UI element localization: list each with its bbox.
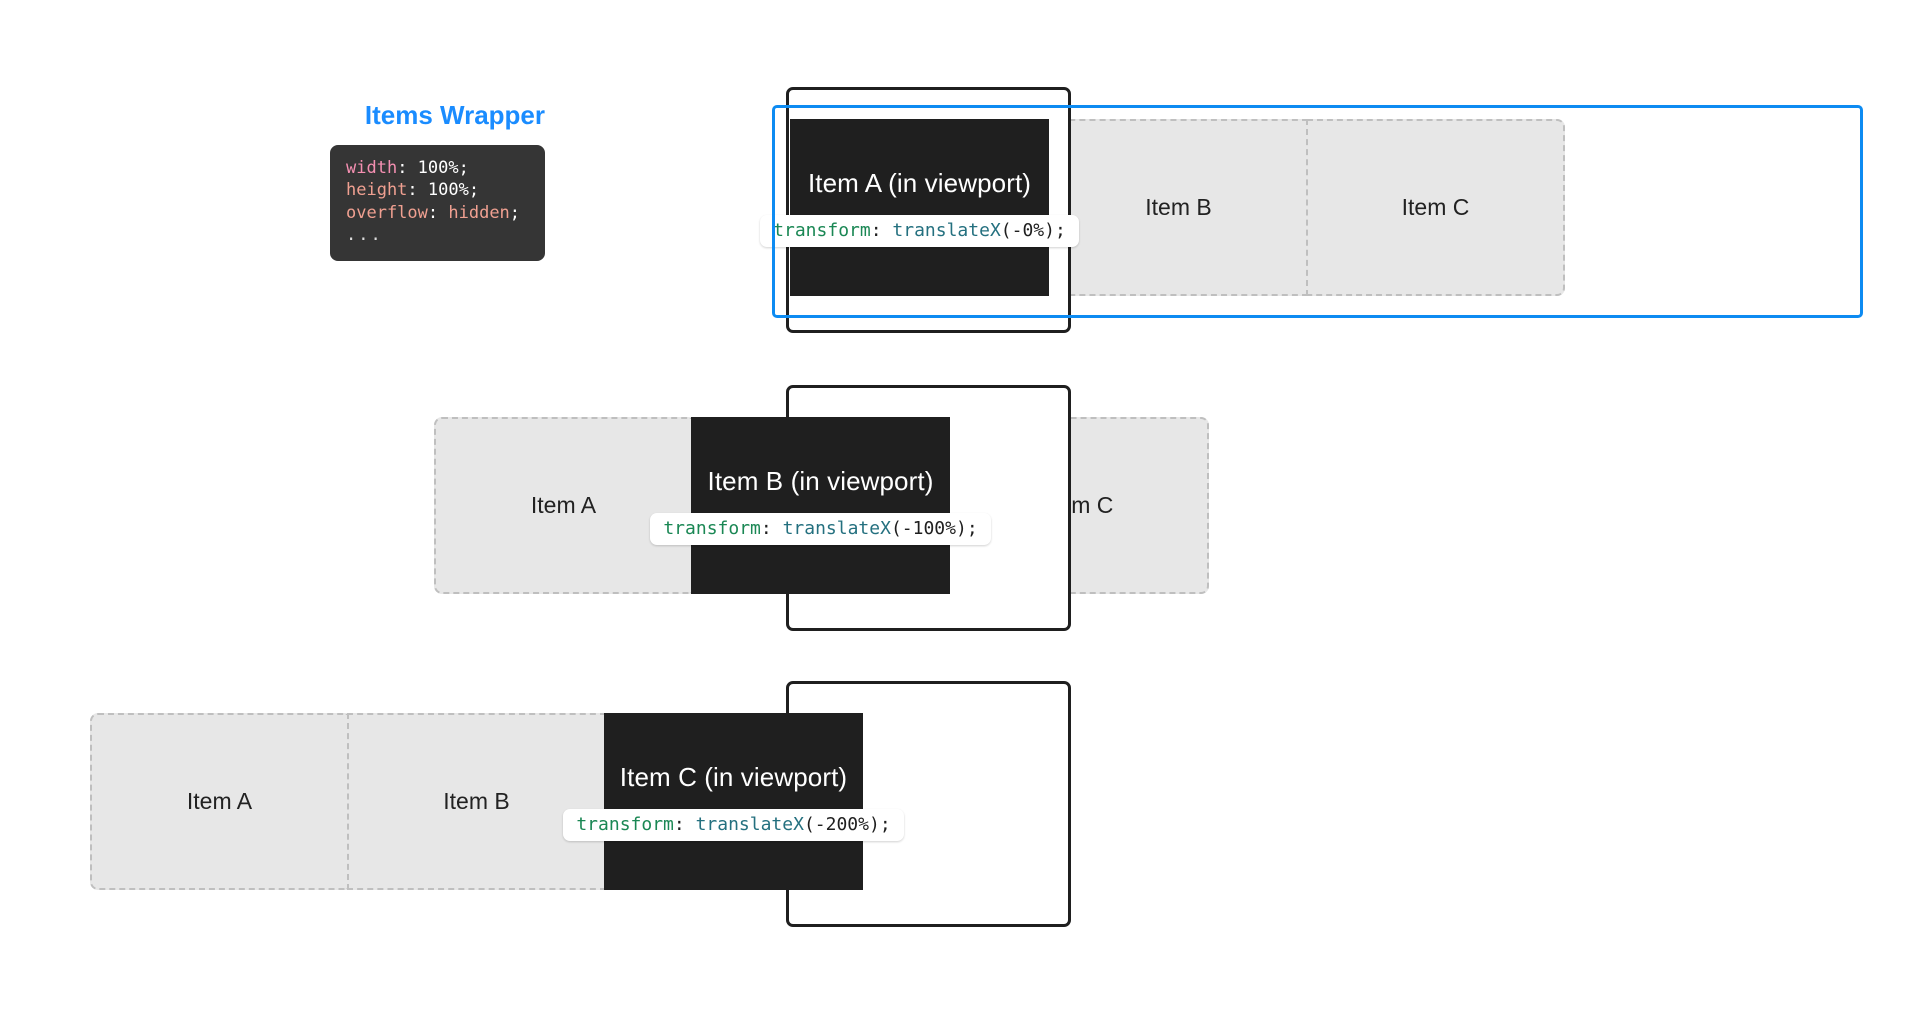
items-wrapper-annotation: Items Wrapper width: 100%; height: 100%;… [330,100,545,261]
item-b-ghost[interactable]: Item B [1049,119,1308,296]
transform-close-paren: ) [955,518,967,539]
transform-property: transform [773,220,871,241]
transform-terminator: ; [1054,220,1066,241]
code-terminator: ; [509,202,521,223]
transform-pill-a: transform: translateX(-0%); [760,215,1079,247]
transform-pill-b: transform: translateX(-100%); [650,513,991,545]
transform-function: translateX [782,518,891,539]
items-track-c: Item A Item B Item C (in viewport) trans… [90,713,904,890]
transform-terminator: ; [879,814,891,835]
code-separator: : [407,180,428,201]
item-c-active[interactable]: Item C (in viewport) transform: translat… [563,713,904,890]
transform-open-paren: ( [1000,220,1012,241]
transform-terminator: ; [966,518,978,539]
transform-open-paren: ( [890,518,902,539]
code-separator: : [427,202,449,223]
item-a-ghost[interactable]: Item A [90,713,349,890]
code-property: width [346,158,398,178]
transform-separator: : [673,814,696,835]
transform-value: -100% [901,518,956,539]
code-value: 100% [417,158,459,178]
code-property: overflow [346,202,428,223]
item-b-active[interactable]: Item B (in viewport) transform: translat… [650,417,991,594]
item-c-ghost[interactable]: Item C [1306,119,1565,296]
item-label: Item B (in viewport) [707,466,934,496]
code-line-height: height: 100%; [346,179,529,201]
item-b-ghost[interactable]: Item B [347,713,606,890]
items-track-b: Item A Item B (in viewport) transform: t… [434,417,1209,594]
item-label: Item A (in viewport) [807,168,1032,198]
transform-value: -200% [814,814,869,835]
transform-close-paren: ) [868,814,880,835]
item-label: Item A [186,788,253,814]
transform-property: transform [663,518,761,539]
transform-value: -0% [1011,220,1045,241]
item-label: Item C (in viewport) [619,762,848,792]
code-line-ellipsis: ... [346,225,383,246]
item-label: Item C [1401,194,1470,220]
code-value: hidden [448,202,510,223]
transform-pill-c: transform: translateX(-200%); [563,809,904,841]
code-line-overflow: overflow: hidden; [346,202,529,224]
transform-separator: : [760,518,783,539]
code-property: height [346,180,408,201]
code-line-width: width: 100%; [346,157,529,179]
items-track-a: Item A (in viewport) transform: translat… [760,119,1565,296]
item-label: Item B [443,788,510,814]
code-separator: : [397,158,418,178]
item-a-active[interactable]: Item A (in viewport) transform: translat… [760,119,1079,296]
items-wrapper-code-block: width: 100%; height: 100%; overflow: hid… [330,145,545,261]
transform-function: translateX [695,814,804,835]
transform-close-paren: ) [1044,220,1055,241]
code-terminator: ; [468,180,480,201]
item-label: Item A [530,492,597,518]
item-a-ghost[interactable]: Item A [434,417,693,594]
code-value: 100% [427,180,469,201]
items-wrapper-label: Items Wrapper [364,100,545,130]
transform-open-paren: ( [803,814,815,835]
transform-property: transform [576,814,674,835]
transform-separator: : [870,220,893,241]
transform-function: translateX [892,220,1001,241]
item-label: Item B [1145,194,1212,220]
code-terminator: ; [458,158,469,178]
